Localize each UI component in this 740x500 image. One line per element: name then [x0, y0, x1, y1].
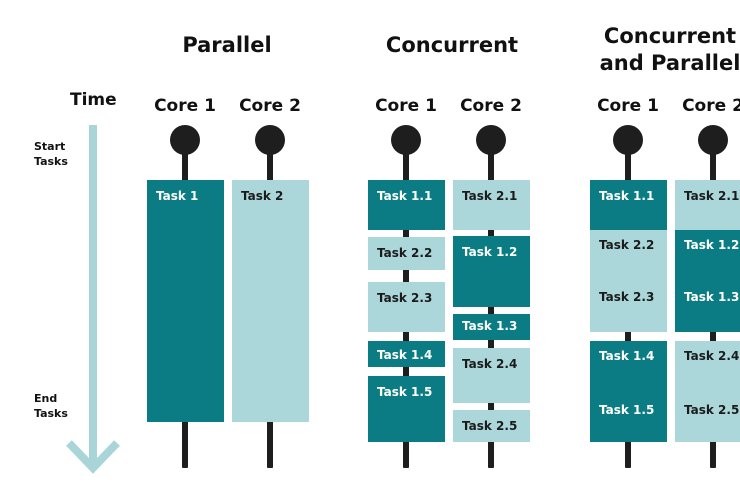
task-label: Task 1.5	[377, 385, 433, 399]
task-block: Task 1.4	[368, 341, 445, 367]
time-arrow-icon	[66, 125, 120, 474]
concurrent-parallel-core1-knob	[613, 125, 643, 155]
task-block: Task 2.5	[453, 410, 530, 442]
parallel-core2-label: Core 2	[239, 96, 301, 116]
task-block: Task 1.1	[368, 180, 445, 230]
task-label: Task 1.4	[377, 348, 433, 362]
task-label: Task 2.4	[684, 349, 740, 363]
time-label: Time	[70, 90, 117, 110]
task-block: Task 1.4	[590, 341, 667, 377]
concurrent-title: Concurrent	[385, 33, 519, 57]
task-block: Task 2.2	[590, 230, 667, 262]
task-label: Task 1.5	[599, 402, 655, 417]
concurrent-core2-knob	[476, 125, 506, 155]
task-label: Task 2.2	[599, 238, 655, 252]
task-block: Task 1	[147, 180, 224, 422]
task-label: Task 1.2	[684, 238, 740, 252]
task-block: Task 2.1	[675, 180, 740, 230]
task-label: Task 1.1	[377, 189, 433, 203]
task-label: Task 2.5	[684, 402, 740, 417]
task-label: Task 1.3	[462, 319, 518, 333]
task-block: Task 2	[232, 180, 309, 422]
parallel-core2-knob	[255, 125, 285, 155]
concurrent-core1-label: Core 1	[375, 96, 437, 116]
task-block: Task 2.3	[368, 282, 445, 332]
task-block: Task 2.2	[368, 237, 445, 270]
concurrent-parallel-core1-label: Core 1	[597, 96, 659, 116]
parallel-core1-label: Core 1	[154, 96, 216, 116]
task-block: Task 2.3	[590, 262, 667, 332]
task-label: Task 1.1	[599, 189, 655, 203]
task-label: Task 2.1	[684, 189, 740, 203]
concurrent-core2-label: Core 2	[460, 96, 522, 116]
concurrent-core1-knob	[391, 125, 421, 155]
task-label: Task 1.2	[462, 245, 518, 259]
task-block: Task 2.4	[675, 341, 740, 377]
task-block: Task 1.5	[590, 377, 667, 442]
task-label: Task 2	[241, 189, 284, 203]
task-label: Task 1	[156, 189, 199, 203]
task-block: Task 2.1	[453, 180, 530, 230]
task-block: Task 1.5	[368, 376, 445, 442]
task-block: Task 1.2	[453, 236, 530, 307]
parallel-title: Parallel	[182, 33, 272, 57]
task-label: Task 1.3	[684, 290, 740, 304]
task-label: Task 2.3	[599, 290, 655, 304]
concurrent-parallel-title: Concurrent and Parallel	[599, 24, 740, 75]
task-label: Task 2.5	[462, 419, 518, 433]
task-block: Task 1.3	[453, 314, 530, 340]
task-block: Task 2.5	[675, 377, 740, 442]
concurrent-parallel-core2-label: Core 2	[682, 96, 740, 116]
task-block: Task 1.1	[590, 180, 667, 230]
task-label: Task 2.3	[377, 291, 433, 305]
start-tasks-label: Start Tasks	[34, 140, 68, 168]
task-block: Task 1.2	[675, 230, 740, 262]
concurrent-parallel-core2-knob	[698, 125, 728, 155]
task-block: Task 2.4	[453, 348, 530, 403]
task-label: Task 2.2	[377, 246, 433, 260]
task-label: Task 1.4	[599, 349, 655, 363]
task-block: Task 1.3	[675, 262, 740, 332]
task-label: Task 2.1	[462, 189, 518, 203]
task-label: Task 2.4	[462, 357, 518, 371]
parallel-core1-knob	[170, 125, 200, 155]
end-tasks-label: End Tasks	[34, 392, 68, 420]
